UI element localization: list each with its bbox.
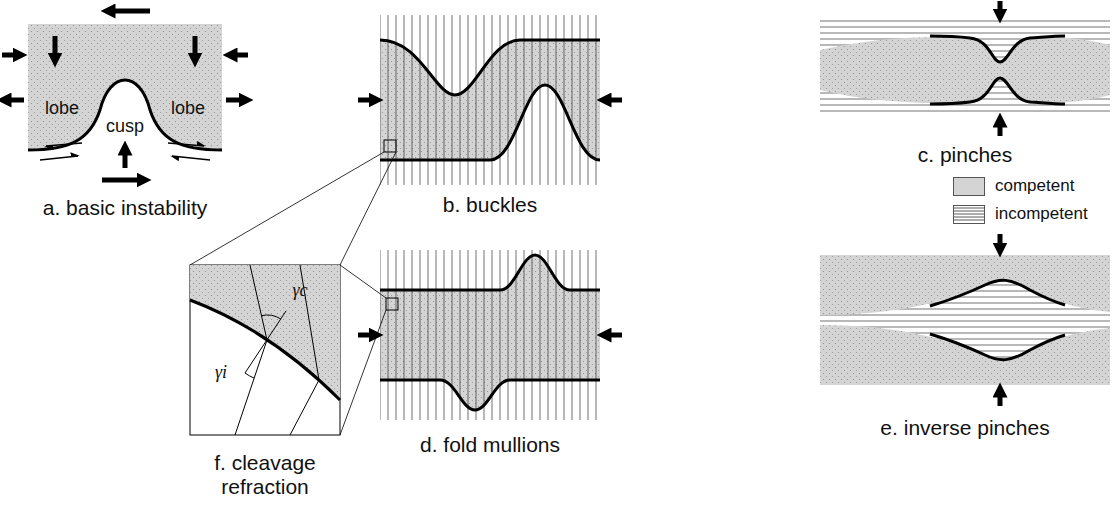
competent-layer [380, 255, 600, 410]
hatch-line [954, 213, 984, 214]
angle-arc [245, 373, 254, 378]
arrow [4, 98, 24, 103]
arrow [998, 120, 1003, 136]
hatch-line [954, 210, 984, 211]
arrow [358, 333, 376, 338]
interface [380, 85, 600, 160]
interface [380, 40, 600, 95]
part-label: lobe [171, 98, 205, 119]
arrow [230, 53, 248, 58]
zoom-line [340, 310, 386, 435]
arrow [998, 390, 1003, 406]
arrow [604, 98, 622, 103]
shear-arrows [40, 143, 210, 160]
zoom-line [340, 152, 396, 265]
interface [190, 300, 340, 400]
panel-caption: e. inverse pinches [880, 416, 1049, 440]
stress-arrows [2, 11, 248, 180]
panel-caption: f. cleavage refraction [200, 451, 330, 499]
cleavage-lines [380, 255, 600, 410]
incompetent-matrix [380, 250, 600, 420]
panel-c [820, 1, 1110, 136]
part-label: γc [292, 280, 307, 301]
panel-a [2, 11, 248, 180]
cleavage-lines [380, 15, 600, 185]
hatch-line [954, 219, 984, 220]
legend-text: competent [995, 176, 1074, 196]
arrow [53, 36, 58, 60]
part-label: lobe [45, 98, 79, 119]
panel-e [820, 234, 1110, 406]
half-arrow [168, 143, 204, 146]
hatch-line [954, 207, 984, 208]
competent-matrix [820, 255, 1110, 385]
panel-caption: a. basic instability [43, 196, 208, 220]
hatch-sample [954, 206, 984, 223]
interface [380, 380, 600, 410]
half-arrow [40, 156, 78, 160]
competent-layer [820, 37, 1110, 103]
zoom-box [386, 298, 398, 310]
arrow [123, 148, 128, 168]
hatch-line [954, 216, 984, 217]
legend-entry: competent [953, 176, 1074, 196]
part-label: cusp [106, 116, 144, 137]
interface [930, 280, 1065, 306]
interface [930, 78, 1065, 104]
bedding-lines [820, 275, 1110, 365]
legend-entry: incompetent [953, 204, 1088, 224]
interface [930, 334, 1065, 360]
panel-b [358, 15, 622, 185]
competent-layer [28, 24, 222, 150]
arrow [226, 98, 246, 103]
cleavage-lines [380, 250, 600, 420]
legend-swatch [953, 177, 985, 196]
arrow [604, 333, 622, 338]
interface [930, 36, 1065, 62]
layer-normal [245, 311, 286, 373]
inset-frame [190, 265, 340, 435]
interface [380, 255, 600, 290]
part-label: γi [215, 362, 227, 383]
zoom-lines [190, 152, 396, 435]
arrow [358, 98, 376, 103]
incompetent-matrix [820, 20, 1110, 115]
panel-caption: d. fold mullions [420, 433, 560, 457]
interface [28, 80, 222, 150]
arrow [102, 178, 144, 183]
cleavage-trace [235, 265, 267, 435]
zoom-line [190, 152, 384, 265]
bedding-lines [820, 20, 1110, 115]
zoom-line [340, 265, 386, 298]
arrow [998, 1, 1003, 16]
arrow [998, 234, 1003, 250]
legend-swatch [953, 205, 985, 224]
angle-arc [262, 315, 281, 319]
competent-layer [380, 40, 600, 160]
arrow [193, 36, 198, 60]
arrow [108, 9, 150, 14]
half-arrow [172, 156, 210, 160]
arrow [2, 53, 20, 58]
incompetent-matrix [380, 15, 600, 185]
zoom-box [384, 140, 396, 152]
panel-caption: b. buckles [443, 193, 538, 217]
cleavage-lines [380, 40, 600, 160]
panel-f [190, 265, 340, 435]
panel-d [358, 250, 622, 420]
legend-text: incompetent [995, 204, 1088, 224]
panel-caption: c. pinches [918, 143, 1013, 167]
half-arrow [46, 143, 82, 146]
cleavage-trace [290, 265, 319, 435]
